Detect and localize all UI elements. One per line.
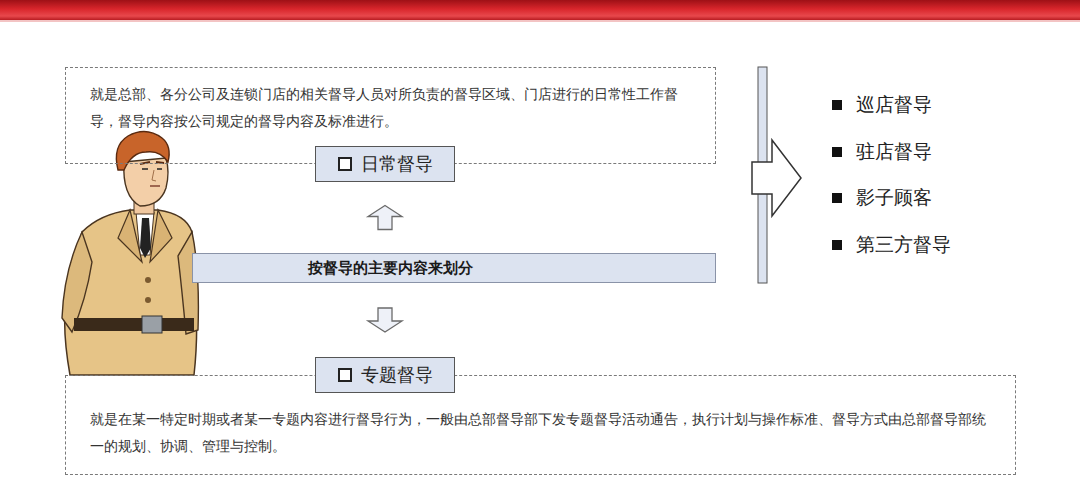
header-bar: [0, 0, 1080, 20]
tag-text: 专题督导: [361, 363, 433, 387]
right-arrow: [752, 140, 801, 216]
button: [145, 297, 151, 303]
list-text: 巡店督导: [856, 92, 932, 118]
list-item: 影子顾客: [832, 185, 932, 211]
bullet-square: [338, 157, 352, 171]
list-text: 驻店督导: [856, 139, 932, 165]
bullet-square: [338, 368, 352, 382]
tie: [140, 218, 151, 258]
tag-text: 日常督导: [361, 152, 433, 176]
mouth: [150, 185, 160, 186]
division-band: 按督导的主要内容来划分: [192, 253, 716, 283]
list-item: 驻店督导: [832, 139, 932, 165]
buckle: [142, 316, 162, 333]
face: [124, 158, 168, 206]
body-text: 就是在某一特定时期或者某一专题内容进行督导行为，一般由总部督导部下发专题督导活动…: [90, 406, 989, 460]
man-illustration: [62, 131, 198, 375]
list-item: 巡店督导: [832, 92, 932, 118]
eyes: [142, 168, 162, 170]
bullet-square: [832, 193, 842, 203]
body-text: 就是总部、各分公司及连锁门店的相关督导人员对所负责的督导区域、门店进行的日常性工…: [90, 81, 689, 135]
category-tag: 日常督导: [315, 146, 455, 182]
lapel: [150, 210, 172, 262]
block-arrow: [368, 308, 402, 332]
nose: [152, 170, 156, 181]
description-box: 就是在某一特定时期或者某一专题内容进行督导行为，一般由总部督导部下发专题督导活动…: [65, 375, 1016, 475]
header-bar-edge: [0, 20, 1080, 22]
belt: [74, 318, 194, 331]
arm: [62, 232, 92, 332]
block-arrow: [368, 206, 402, 230]
bullet-square: [832, 147, 842, 157]
bullet-square: [832, 240, 842, 250]
list-text: 第三方督导: [856, 232, 951, 258]
list-item: 第三方督导: [832, 232, 951, 258]
list-text: 影子顾客: [856, 185, 932, 211]
band-text: 按督导的主要内容来划分: [308, 259, 473, 278]
lapel: [118, 210, 142, 262]
hair: [116, 131, 169, 170]
category-tag: 专题督导: [315, 357, 455, 393]
button: [145, 277, 151, 283]
bullet-square: [832, 100, 842, 110]
